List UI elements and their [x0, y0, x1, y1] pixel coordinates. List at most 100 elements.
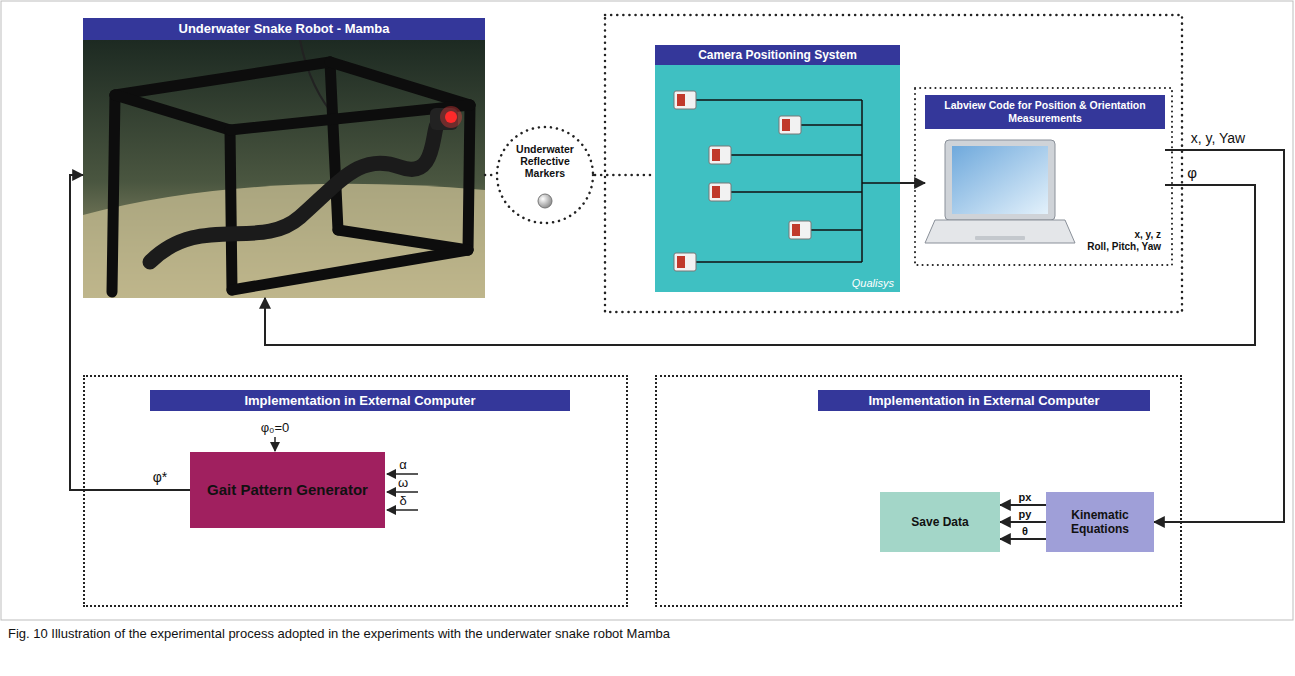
input-label: δ	[398, 494, 407, 508]
wire	[696, 99, 862, 101]
laptop-base	[925, 220, 1075, 243]
camera-body	[709, 183, 731, 201]
signal-arrow	[265, 185, 1255, 345]
signal-arrow	[900, 182, 925, 184]
node-heading: Implementation in External Computer	[150, 390, 570, 411]
node-heading: Underwater Snake Robot - Mamba	[83, 18, 485, 40]
pool-floor	[83, 184, 485, 298]
signal-arrow	[70, 175, 190, 490]
snake-body	[150, 122, 440, 262]
signal-label: py	[1017, 508, 1034, 520]
input-arrow	[274, 437, 276, 451]
light-glow	[440, 106, 462, 128]
signal-arrow	[1000, 538, 1046, 540]
figure-frame	[1, 1, 1293, 620]
laptop-screen	[952, 146, 1048, 214]
node-heading: Gait Pattern Generator	[201, 481, 374, 499]
node-text: Roll, Pitch, Yaw	[1087, 241, 1165, 255]
camera-panel-body	[655, 65, 900, 292]
signal-label: φ	[1185, 165, 1199, 182]
node-heading: Kinematic Equations	[1046, 508, 1154, 536]
dotted-link	[595, 174, 655, 177]
camera-lens	[677, 94, 685, 106]
wire	[862, 182, 900, 184]
signal-arrow	[1000, 504, 1046, 506]
input-arrow	[387, 509, 418, 511]
frame-pipe	[230, 130, 232, 290]
wire	[696, 261, 862, 263]
frame-pipe	[230, 105, 470, 130]
camera-body	[674, 253, 696, 271]
input-arrow	[387, 473, 418, 475]
input-label: ω	[397, 476, 409, 490]
node-text: Qualisys	[852, 277, 900, 292]
figure-caption: Fig. 10 Illustration of the experimental…	[8, 626, 670, 641]
input-label: α	[398, 458, 408, 472]
camera-icons	[674, 91, 811, 271]
laptop-touchpad	[975, 236, 1025, 240]
camera-icon	[709, 183, 731, 201]
camera-lens	[712, 149, 720, 161]
camera-icon	[674, 253, 696, 271]
process-box: Save Data	[880, 492, 1000, 552]
water-background	[83, 40, 485, 298]
camera-icon	[709, 146, 731, 164]
camera-lens	[677, 256, 685, 268]
dotted-region	[915, 88, 1172, 265]
node-heading: Implementation in External Computer	[818, 390, 1150, 411]
input-label: φ₀=0	[260, 421, 291, 435]
photo-panel: Underwater Snake Robot - Mamba	[83, 18, 485, 298]
camera-body	[709, 146, 731, 164]
node-heading: Save Data	[907, 515, 972, 529]
frame-pipes	[112, 62, 470, 292]
wire	[811, 229, 862, 231]
camera-panel: Camera Positioning SystemQualisys	[655, 45, 900, 292]
computer-panel: Implementation in External ComputerGait …	[83, 375, 628, 607]
marker-circle: Underwater Reflective Markers	[495, 125, 595, 225]
camera-body	[674, 91, 696, 109]
robot-photo	[83, 40, 485, 298]
wire	[801, 124, 862, 126]
frame-pipe	[232, 250, 468, 290]
marker-sphere	[538, 194, 552, 208]
wire-bus	[861, 100, 863, 262]
camera-icon	[674, 91, 696, 109]
signal-label: θ	[1020, 525, 1030, 537]
process-box: Kinematic Equations	[1046, 492, 1154, 552]
frame-pipe	[115, 95, 230, 130]
camera-lens	[782, 119, 790, 131]
signal-arrow	[1000, 521, 1046, 523]
camera-icon	[779, 116, 801, 134]
laptop-lid	[945, 140, 1055, 220]
node-text: x, y, z	[1135, 229, 1166, 241]
camera-icon	[789, 221, 811, 239]
frame-pipe	[468, 105, 470, 250]
computer-panel: Implementation in External ComputerSave …	[655, 375, 1182, 607]
camera-body	[779, 116, 801, 134]
node-heading: Labview Code for Position & Orientation …	[925, 95, 1165, 129]
dotted-region	[605, 15, 1182, 312]
laptop-icon	[925, 140, 1075, 243]
frame-pipe	[112, 95, 115, 292]
frame-pipe	[330, 62, 338, 230]
node-heading: Camera Positioning System	[655, 45, 900, 65]
wire	[731, 154, 862, 156]
dotted-circle	[497, 127, 593, 223]
camera-wires	[696, 100, 900, 262]
signal-arrow	[1154, 150, 1284, 522]
frame-pipe	[330, 62, 470, 105]
software-panel: Labview Code for Position & Orientation …	[925, 95, 1165, 255]
process-box: Gait Pattern Generator	[190, 452, 385, 528]
frame-pipe	[338, 230, 468, 250]
head-light	[445, 111, 457, 123]
signal-label: px	[1017, 491, 1034, 503]
wire	[731, 191, 862, 193]
node-heading: Underwater Reflective Markers	[503, 143, 587, 179]
camera-body	[789, 221, 811, 239]
frame-pipe	[115, 62, 330, 95]
input-arrow	[387, 491, 418, 493]
dotted-link	[485, 174, 495, 177]
